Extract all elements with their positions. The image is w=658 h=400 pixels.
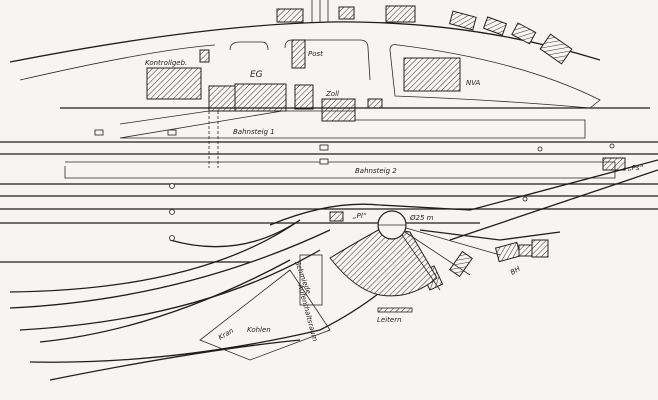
label-nva: NVA (466, 79, 481, 87)
label-bahnsteig-2: Bahnsteig 2 (355, 167, 397, 175)
label-post: Post (308, 50, 323, 58)
label-bh: BH (509, 264, 522, 276)
building (294, 84, 314, 110)
label-eg: EG (250, 70, 263, 80)
building (482, 16, 508, 36)
building (208, 85, 236, 112)
label-kran: Kran (217, 327, 235, 342)
label-kohlen: Kohlen (247, 326, 271, 334)
building (448, 10, 477, 31)
bh-building (531, 239, 549, 258)
label-turntable-diameter: Ø25 m (409, 214, 434, 222)
kontrollgebaeude (146, 67, 202, 100)
aufenthaltsraum-building (299, 254, 323, 306)
building (539, 33, 573, 65)
label-leitern: Leitern (377, 316, 402, 324)
label-bahnsteig-1: Bahnsteig 1 (233, 128, 275, 136)
label-zoll: Zoll (325, 90, 339, 98)
building (367, 98, 383, 109)
nva-building (403, 57, 461, 92)
building (276, 8, 304, 23)
building (511, 22, 537, 45)
platforms (64, 110, 616, 179)
roundhouse (329, 227, 438, 297)
coal-yard (199, 269, 331, 361)
turntable-area (199, 210, 501, 361)
platform-1 (119, 110, 586, 139)
post-building (291, 39, 306, 69)
roads (9, 0, 601, 109)
pl-building (329, 211, 344, 222)
building (385, 5, 416, 23)
building (338, 6, 355, 20)
bh-building (494, 241, 522, 263)
platform-2 (64, 161, 616, 179)
signals (94, 129, 615, 241)
building (449, 250, 473, 278)
ps-building (602, 157, 626, 171)
label-pl: „Pl“ (353, 212, 367, 220)
tracks (0, 107, 658, 381)
label-ps: „Ps“ (628, 164, 643, 172)
leitern-rack (377, 307, 413, 313)
building (199, 49, 210, 63)
label-kontrollgeb: Kontrollgeb. (145, 59, 187, 67)
bh-building (518, 244, 533, 257)
empfangsgebaeude (234, 83, 287, 112)
zoll-building (321, 98, 356, 122)
